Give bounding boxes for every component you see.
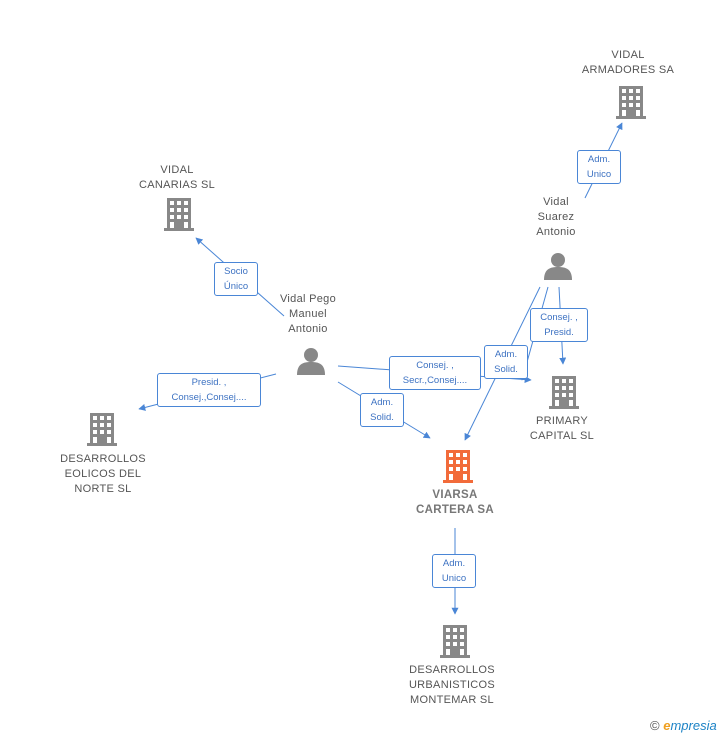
primary-capital-building-icon[interactable]: [549, 376, 579, 409]
edge-label-suarez-viarsa: Adm. Solid.: [484, 345, 528, 379]
primary-capital-label[interactable]: PRIMARY CAPITAL SL: [529, 415, 595, 442]
vidal-armadores-building-icon[interactable]: [616, 86, 646, 119]
brand-name: mpresia: [670, 718, 717, 733]
viarsa-label[interactable]: VIARSA CARTERA SA: [416, 489, 494, 516]
vidal-suarez-person-icon[interactable]: [544, 253, 572, 280]
desarrollos-eolicos-building-icon[interactable]: [87, 413, 117, 446]
edge-label-pego-primary: Consej. , Secr.,Consej....: [389, 356, 481, 390]
viarsa-building-icon[interactable]: [443, 450, 473, 483]
vidal-armadores-label[interactable]: VIDAL ARMADORES SA: [581, 49, 675, 76]
edge-label-suarez-armadores: Adm. Unico: [577, 150, 621, 184]
edge-label-viarsa-urbanisticos: Adm. Unico: [432, 554, 476, 588]
brand-e: e: [663, 718, 671, 733]
vidal-pego-label[interactable]: Vidal Pego Manuel Antonio: [279, 293, 336, 335]
vidal-suarez-label[interactable]: Vidal Suarez Antonio: [536, 196, 576, 238]
vidal-canarias-building-icon[interactable]: [164, 198, 194, 231]
edge-label-pego-viarsa: Adm. Solid.: [360, 393, 404, 427]
empresia-logo: © empresia: [650, 718, 717, 733]
vidal-pego-person-icon[interactable]: [297, 348, 325, 375]
desarrollos-urbanisticos-building-icon[interactable]: [440, 625, 470, 658]
edge-label-pego-canarias: Socio Único: [214, 262, 258, 296]
edge-label-suarez-primary: Consej. , Presid.: [530, 308, 588, 342]
copyright-symbol: ©: [650, 718, 660, 733]
desarrollos-eolicos-label[interactable]: DESARROLLOS EOLICOS DEL NORTE SL: [60, 453, 146, 495]
edge-label-pego-eolicos: Presid. , Consej.,Consej....: [157, 373, 261, 407]
vidal-canarias-label[interactable]: VIDAL CANARIAS SL: [138, 164, 216, 191]
desarrollos-urbanisticos-label[interactable]: DESARROLLOS URBANISTICOS MONTEMAR SL: [408, 664, 496, 706]
